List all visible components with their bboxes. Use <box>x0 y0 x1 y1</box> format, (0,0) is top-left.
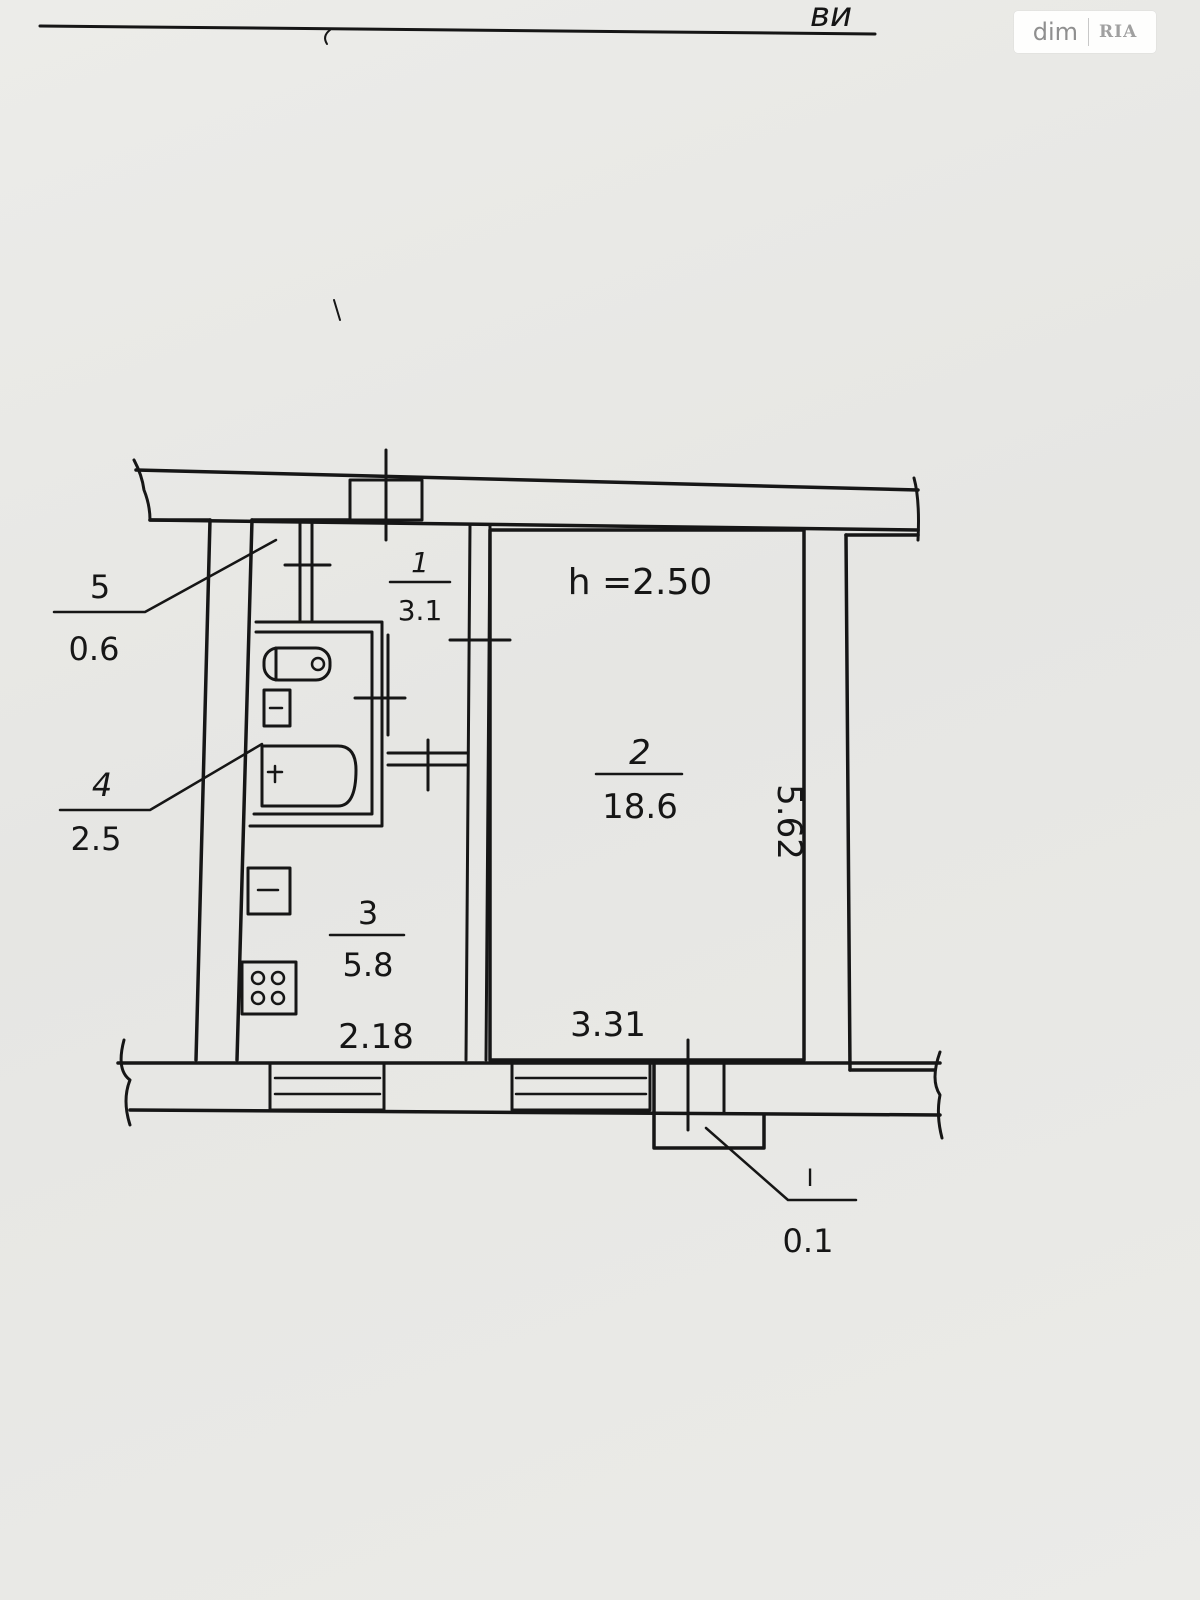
toilet-bowl <box>310 656 326 672</box>
room-width-dimension: 3.31 <box>570 1005 646 1045</box>
room-2-number: 2 <box>629 733 651 773</box>
room-5-area: 0.6 <box>69 630 120 668</box>
watermark-logo: RIA <box>1099 22 1138 42</box>
kitchen-sink <box>246 866 292 916</box>
stove-burner <box>270 970 286 986</box>
left-party-wall-inner <box>235 518 254 1062</box>
bathroom-wall-outer <box>252 630 374 816</box>
room-4-area: 2.5 <box>71 820 122 858</box>
wall-break-right-bottom <box>933 1050 944 1140</box>
kitchen-window <box>268 1061 386 1112</box>
leader-room-5 <box>52 538 278 614</box>
wall-break-left-bottom <box>119 1038 132 1127</box>
stove-burner <box>250 970 266 986</box>
bottom-wall-outer <box>128 1108 942 1117</box>
top-wall-outer <box>134 468 920 492</box>
room-2-area: 18.6 <box>602 787 678 827</box>
stove <box>240 960 298 1016</box>
living-room-outline <box>488 528 806 1062</box>
stove-burner <box>270 990 286 1006</box>
left-party-wall-outer <box>194 518 212 1062</box>
watermark-brand: dim <box>1032 18 1078 46</box>
stove-burner <box>250 990 266 1006</box>
room-1-number: 1 <box>411 546 429 579</box>
room-5-number: 5 <box>90 568 110 606</box>
header-underline <box>38 24 877 36</box>
room-window <box>510 1061 652 1112</box>
leader-room-I <box>704 1126 858 1202</box>
plan-linework <box>38 24 944 1202</box>
bathtub-fixture <box>260 744 358 808</box>
partition-wall-b <box>484 523 492 1062</box>
kitchen-width-dimension: 2.18 <box>338 1017 414 1057</box>
pen-mark <box>324 29 331 45</box>
pen-mark <box>333 299 341 321</box>
leader-room-4 <box>58 742 264 812</box>
watermark-separator <box>1088 18 1089 46</box>
partition-wall-a <box>464 523 472 1062</box>
room-3-number: 3 <box>358 894 378 932</box>
room-1-area: 3.1 <box>398 594 443 627</box>
balcony-niche <box>652 1061 766 1150</box>
balcony-number: I <box>806 1164 813 1192</box>
room-length-dimension: 5.62 <box>769 784 809 860</box>
wall-break-left <box>132 458 152 522</box>
balcony-area: 0.1 <box>783 1222 834 1260</box>
right-party-wall <box>844 533 852 1072</box>
toilet-fixture <box>262 646 332 682</box>
room-4-number: 4 <box>92 766 112 804</box>
ceiling-height: h =2.50 <box>568 562 713 603</box>
header-fragment: ви <box>810 0 852 35</box>
room-3-area: 5.8 <box>343 946 394 984</box>
bath-sink <box>262 688 292 728</box>
dim-ria-watermark: dim RIA <box>1014 11 1156 53</box>
bathroom-wall-inner <box>248 620 384 828</box>
